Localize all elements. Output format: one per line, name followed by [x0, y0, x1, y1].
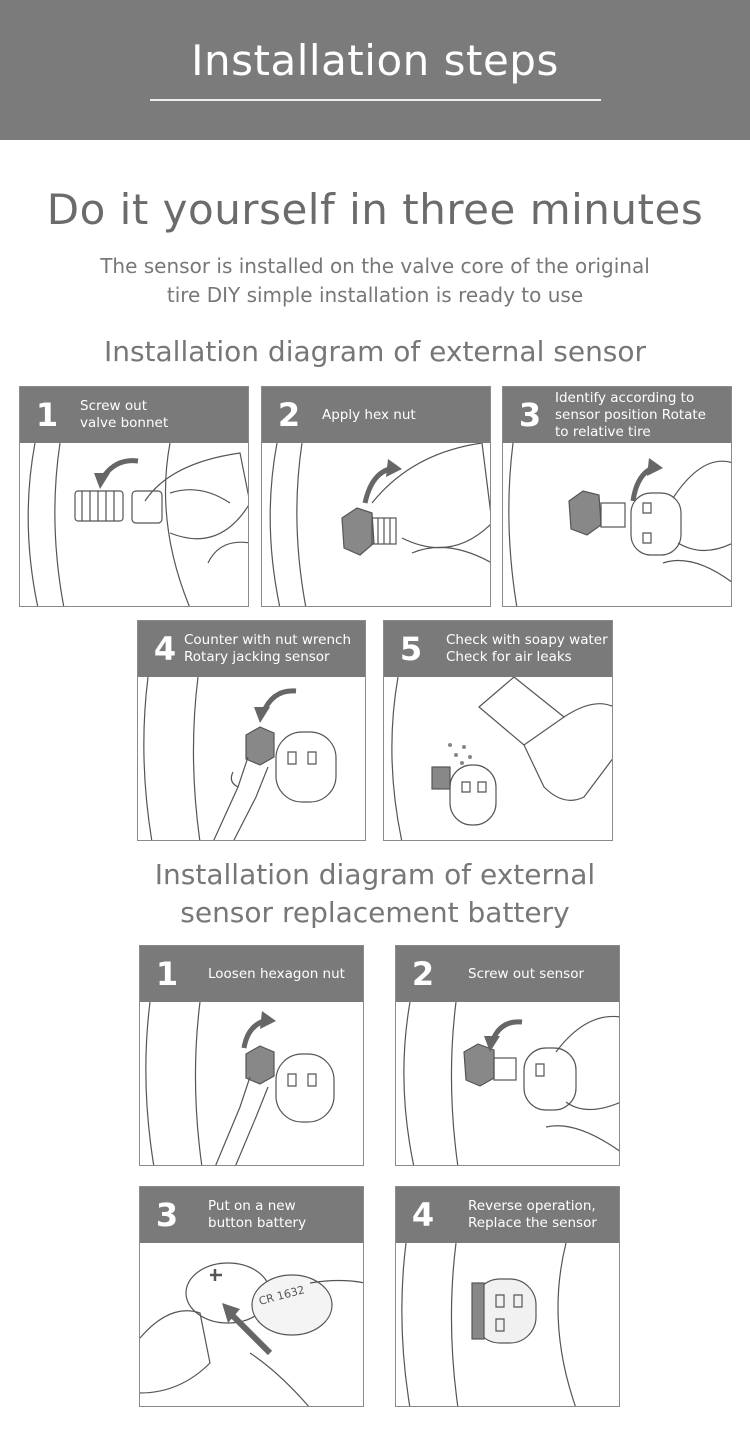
step-header: 2 Screw out sensor	[396, 946, 619, 1002]
section-title-install: Installation diagram of external sensor	[103, 335, 647, 368]
subtitle-line-2: tire DIY simple installation is ready to…	[166, 283, 584, 307]
step-illustration	[143, 677, 337, 840]
step-header: 4 Reverse operation,Replace the sensor	[396, 1187, 619, 1243]
step-illustration: CR 1632	[140, 1262, 363, 1406]
step-caption: Loosen hexagon nut	[208, 965, 345, 982]
step-number: 1	[155, 955, 179, 993]
step-number: 4	[153, 630, 177, 668]
step-number: 3	[518, 396, 542, 434]
section-title-battery-line-2: sensor replacement battery	[180, 896, 570, 929]
step-illustration	[391, 677, 612, 840]
step-number: 5	[399, 630, 423, 668]
step-caption: Screw out sensor	[468, 965, 585, 982]
section-title-battery-line-1: Installation diagram of external	[154, 858, 596, 891]
step-number: 3	[155, 1196, 179, 1234]
step-caption: Reverse operation,Replace the sensor	[468, 1198, 597, 1231]
step-number: 4	[411, 1196, 435, 1234]
step-number: 1	[35, 396, 59, 434]
step-illustration	[145, 1002, 335, 1165]
step-illustration	[401, 1243, 576, 1406]
step-illustration	[403, 1002, 619, 1165]
step-illustration	[27, 443, 248, 606]
install-step-card-2: 2 Apply hex nut	[261, 386, 491, 607]
subtitle-line-1: The sensor is installed on the valve cor…	[100, 254, 650, 278]
banner-underline	[150, 99, 601, 101]
step-header: 1 Loosen hexagon nut	[140, 946, 363, 1002]
battery-step-card-1: 1 Loosen hexagon nut	[139, 945, 364, 1166]
step-number: 2	[277, 396, 301, 434]
headline: Do it yourself in three minutes	[46, 185, 704, 234]
step-illustration	[269, 443, 490, 606]
battery-step-card-2: 2 Screw out sensor	[395, 945, 620, 1166]
battery-step-card-4: 4 Reverse operation,Replace the sensor	[395, 1186, 620, 1407]
step-header: 2 Apply hex nut	[262, 387, 490, 443]
banner-title: Installation steps	[191, 36, 559, 85]
header-banner: Installation steps	[0, 0, 750, 140]
step-number: 2	[411, 955, 435, 993]
step-caption: Apply hex nut	[322, 406, 416, 423]
step-illustration	[508, 443, 731, 606]
